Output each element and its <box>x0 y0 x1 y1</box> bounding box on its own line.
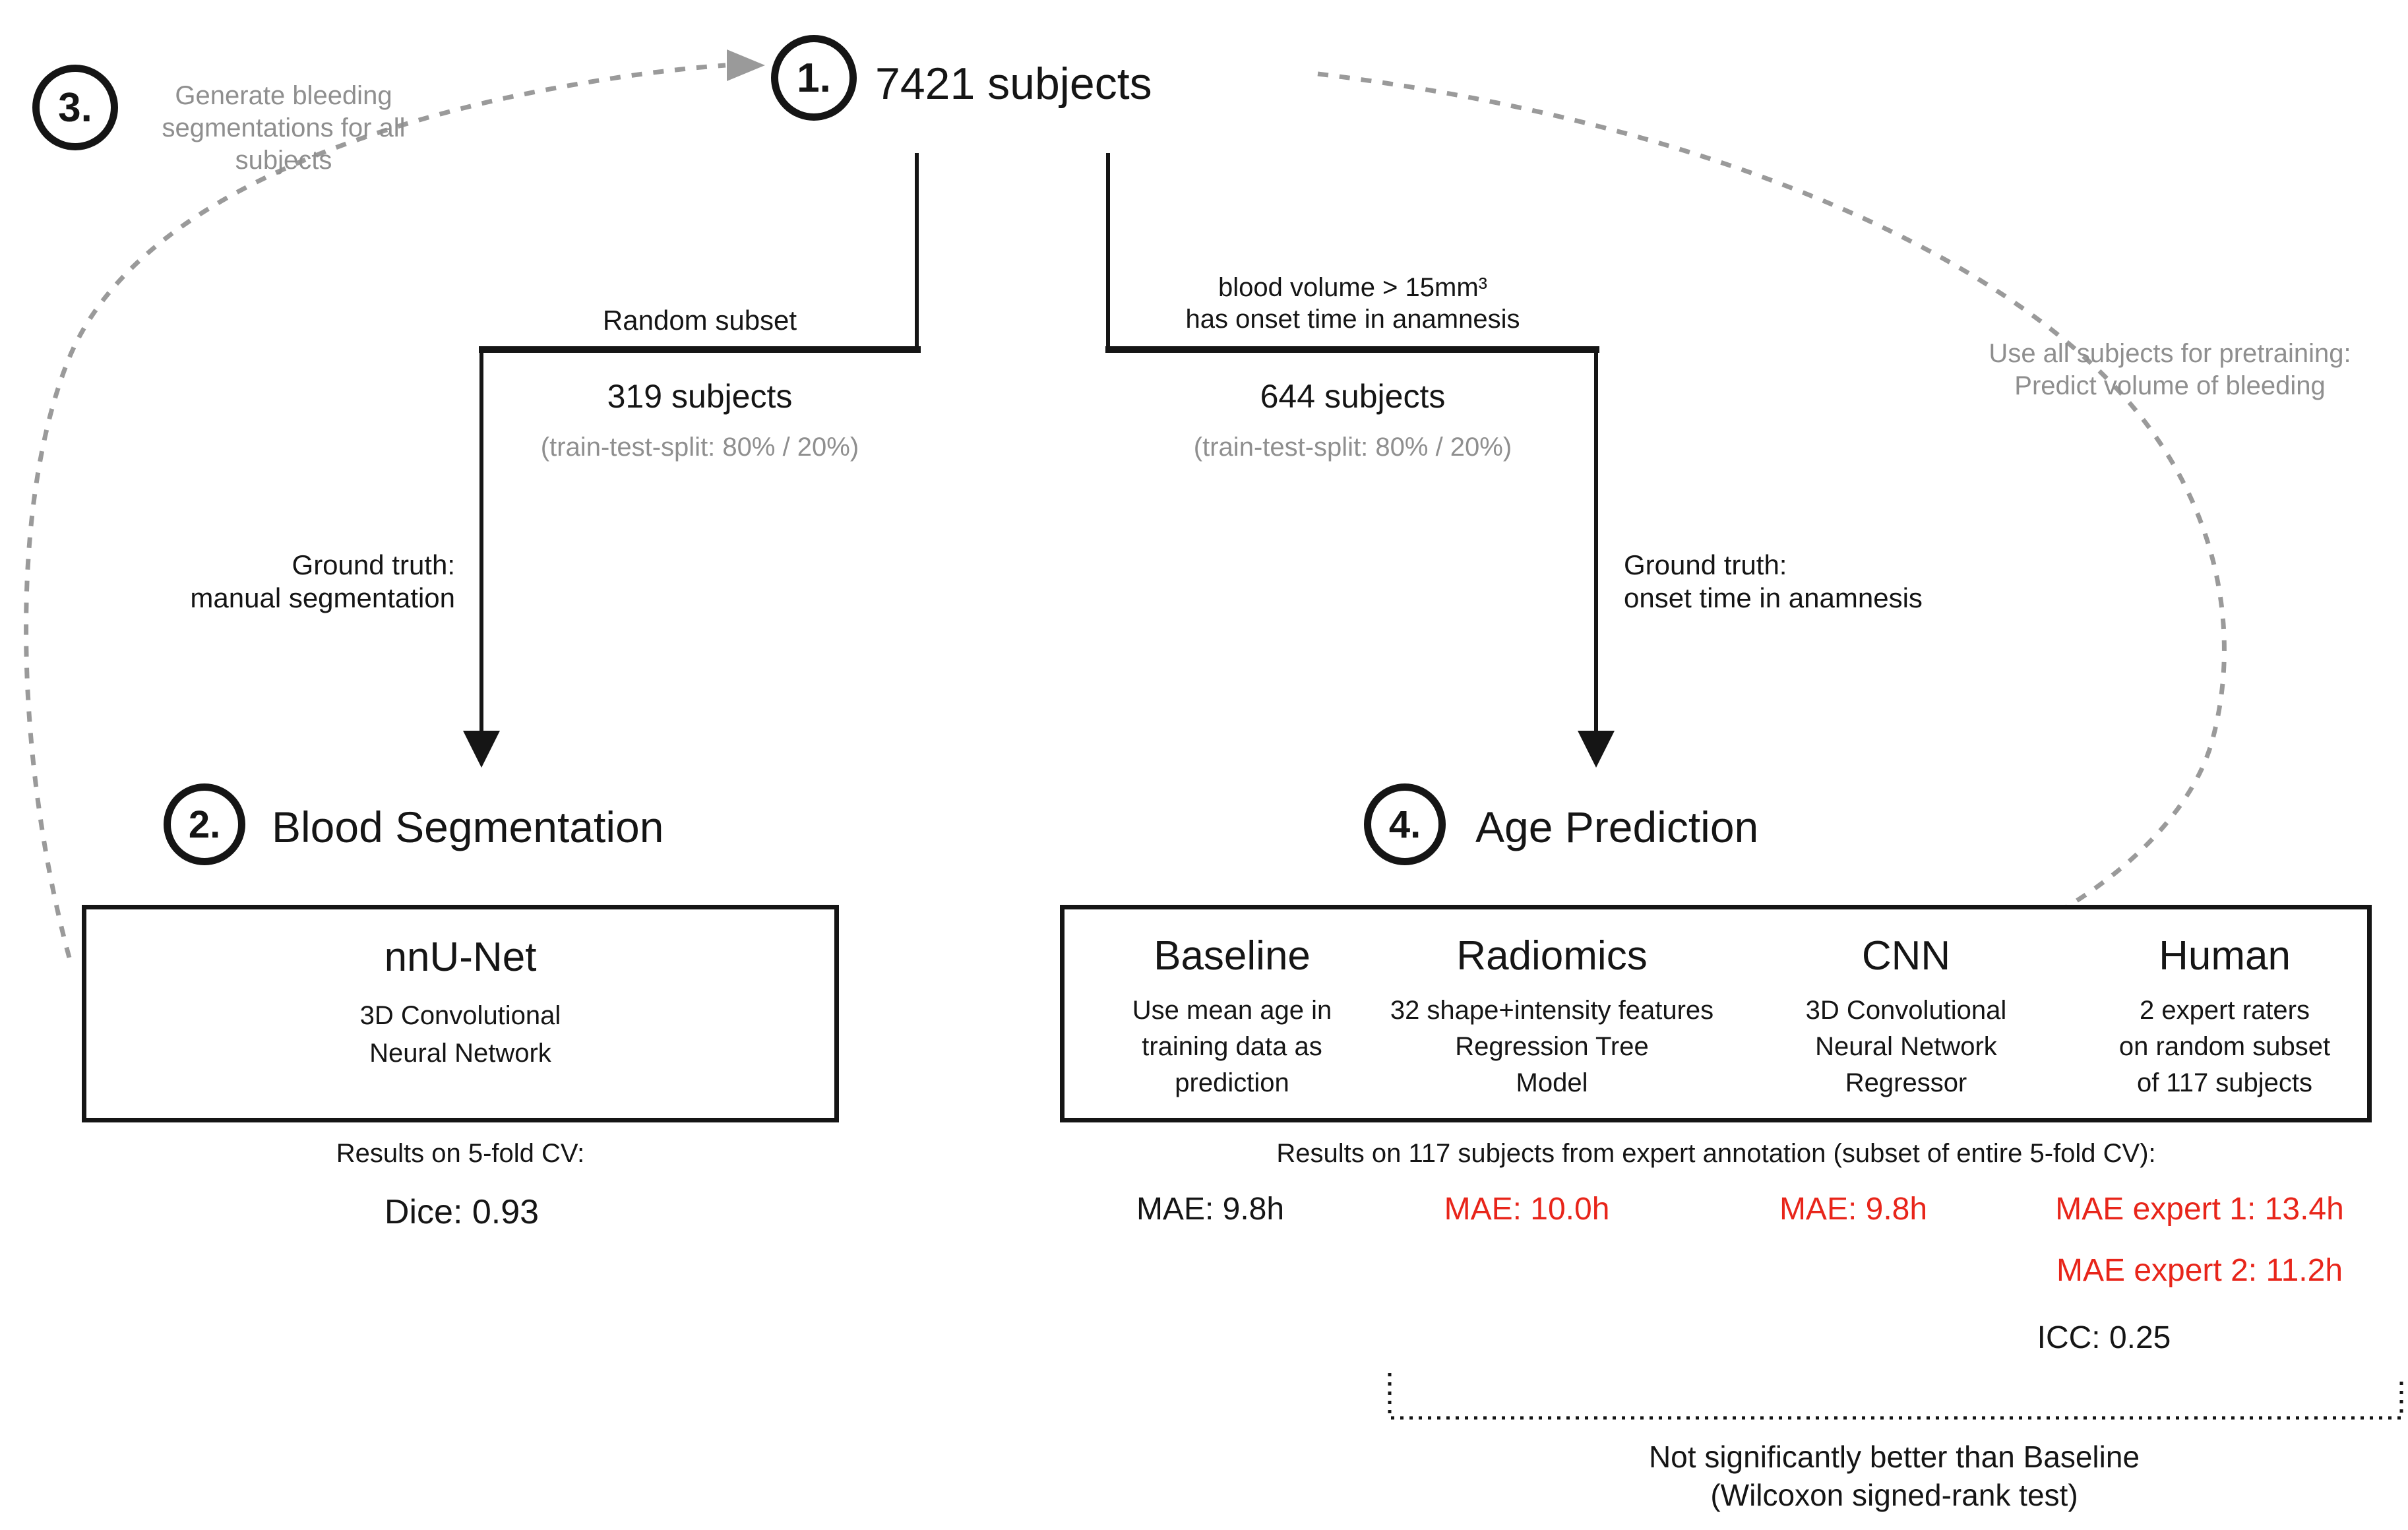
segmentation-result: Dice: 0.93 <box>384 1193 540 1231</box>
right-ground-truth-line1: Ground truth: <box>1624 549 1787 580</box>
right-branch-condition-line1: blood volume > 15mm³ <box>1218 273 1487 302</box>
step3-caption-line3: subjects <box>235 146 332 175</box>
age-col-baseline-desc: Use mean age in training data as predict… <box>1132 993 1332 1101</box>
age-col-radiomics-desc-line2: Regression Tree <box>1455 1032 1649 1061</box>
significance-bracket <box>1388 1373 2403 1420</box>
step3-caption-line2: segmentations for all <box>162 113 406 142</box>
left-branch-count: 319 subjects <box>607 378 793 415</box>
age-col-human-desc-line2: on random subset <box>2118 1032 2331 1061</box>
age-result-cnn: MAE: 9.8h <box>1779 1192 1928 1227</box>
significance-note-line1: Not significantly better than Baseline <box>1648 1440 2140 1474</box>
age-results-caption: Results on 117 subjects from expert anno… <box>1276 1139 2156 1168</box>
pretrain-note: Use all subjects for pretraining: Predic… <box>1989 338 2351 402</box>
step4-number: 4. <box>1388 803 1421 846</box>
segmentation-box <box>82 905 839 1122</box>
age-col-human-desc: 2 expert raters on random subset of 117 … <box>2119 993 2330 1101</box>
step1-number: 1. <box>797 55 831 101</box>
segmentation-box-desc-line2: Neural Network <box>369 1039 551 1068</box>
age-col-cnn-title: CNN <box>1861 933 1951 979</box>
step3-caption: Generate bleeding segmentations for all … <box>162 80 405 177</box>
step1-label: 7421 subjects <box>875 59 1152 109</box>
age-col-radiomics-desc-line3: Model <box>1516 1068 1588 1097</box>
step1-circle: 1. <box>771 35 857 121</box>
age-prediction-box <box>1060 905 2372 1122</box>
left-ground-truth-line2: manual segmentation <box>190 582 455 613</box>
age-result-baseline: MAE: 9.8h <box>1136 1192 1285 1227</box>
age-col-baseline-desc-line2: training data as <box>1142 1032 1322 1061</box>
step2-number: 2. <box>188 803 221 846</box>
age-col-cnn-desc-line2: Neural Network <box>1815 1032 1997 1061</box>
step2-circle: 2. <box>164 783 245 865</box>
pretrain-note-line2: Predict volume of bleeding <box>2014 371 2326 400</box>
age-col-radiomics-desc-line1: 32 shape+intensity features <box>1390 996 1714 1025</box>
right-branch-condition-line2: has onset time in anamnesis <box>1185 305 1520 334</box>
step3-caption-line1: Generate bleeding <box>175 81 392 110</box>
segmentation-box-desc-line1: 3D Convolutional <box>359 1001 561 1030</box>
left-ground-truth-line1: Ground truth: <box>292 549 455 580</box>
age-col-baseline-desc-line1: Use mean age in <box>1132 996 1332 1025</box>
age-result-radiomics: MAE: 10.0h <box>1444 1192 1610 1227</box>
right-branch-split: (train-test-split: 80% / 20%) <box>1193 433 1512 462</box>
gray-arrowhead-left-icon <box>727 49 765 81</box>
step3-circle: 3. <box>32 65 118 150</box>
step2-label: Blood Segmentation <box>272 803 664 851</box>
right-ground-truth-line2: onset time in anamnesis <box>1624 582 1923 613</box>
left-arrowhead-icon <box>463 731 500 768</box>
left-branch-split: (train-test-split: 80% / 20%) <box>540 433 859 462</box>
age-col-cnn-desc-line3: Regressor <box>1845 1068 1967 1097</box>
right-branch-count: 644 subjects <box>1260 378 1446 415</box>
age-col-human-desc-line3: of 117 subjects <box>2136 1068 2313 1097</box>
age-col-baseline-title: Baseline <box>1154 933 1311 979</box>
age-col-human-desc-line1: 2 expert raters <box>2140 996 2310 1025</box>
age-col-radiomics-title: Radiomics <box>1456 933 1648 979</box>
right-branch-condition: blood volume > 15mm³ has onset time in a… <box>1186 272 1520 335</box>
right-arrowhead-icon <box>1578 731 1615 768</box>
age-result-human-expert2: MAE expert 2: 11.2h <box>2056 1253 2343 1288</box>
age-col-baseline-desc-line3: prediction <box>1175 1068 1289 1097</box>
left-ground-truth: Ground truth: manual segmentation <box>190 549 455 615</box>
age-result-human-expert1: MAE expert 1: 13.4h <box>2055 1192 2344 1227</box>
pretrain-note-line1: Use all subjects for pretraining: <box>1989 339 2351 368</box>
segmentation-box-desc: 3D Convolutional Neural Network <box>360 997 561 1072</box>
step4-label: Age Prediction <box>1475 803 1759 851</box>
age-col-cnn-desc: 3D Convolutional Neural Network Regresso… <box>1806 993 2007 1101</box>
step3-number: 3. <box>58 84 92 131</box>
age-col-human-title: Human <box>2159 933 2291 979</box>
significance-note: Not significantly better than Baseline (… <box>1649 1438 2140 1514</box>
segmentation-results-caption: Results on 5-fold CV: <box>336 1139 585 1168</box>
age-col-radiomics-desc: 32 shape+intensity features Regression T… <box>1390 993 1713 1101</box>
segmentation-box-title: nnU-Net <box>384 934 537 980</box>
pretrain-loop-right-curve <box>1317 71 2227 929</box>
significance-note-line2: (Wilcoxon signed-rank test) <box>1710 1478 2078 1512</box>
step4-circle: 4. <box>1364 783 1446 865</box>
age-result-human-icc: ICC: 0.25 <box>2037 1320 2171 1355</box>
age-col-cnn-desc-line1: 3D Convolutional <box>1805 996 2007 1025</box>
left-branch-condition: Random subset <box>602 305 797 336</box>
right-ground-truth: Ground truth: onset time in anamnesis <box>1624 549 1923 615</box>
